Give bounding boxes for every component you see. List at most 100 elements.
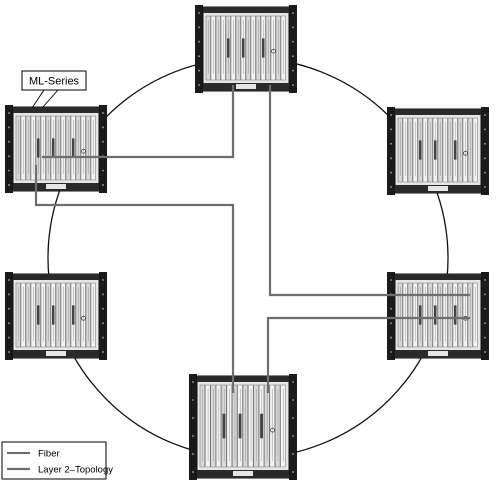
card-ports	[227, 38, 230, 58]
rail-screw	[102, 279, 104, 281]
card-slot	[235, 15, 241, 81]
card-slot	[242, 384, 248, 468]
card-connector	[463, 150, 468, 156]
legend: Fiber Layer 2–Topology	[1, 441, 113, 480]
rail-screw	[292, 417, 294, 419]
rail-screw	[8, 351, 10, 353]
rail-screw	[484, 157, 486, 160]
rail-screw	[102, 126, 104, 129]
card-slot	[15, 115, 21, 181]
rail-screw	[8, 155, 10, 158]
rail-screw	[390, 186, 392, 188]
rail-screw	[198, 40, 200, 43]
layer2-topology-links	[34, 85, 470, 393]
rail-screw	[484, 114, 486, 116]
fan-tray	[395, 109, 481, 115]
ml-series-callout-leader	[31, 89, 45, 109]
card-slot	[210, 384, 216, 468]
fan-tray	[13, 107, 99, 113]
rail-screw	[484, 307, 486, 310]
l2-link-upper-left-to-top	[42, 85, 235, 159]
card-slot	[269, 384, 275, 468]
card-slot	[264, 384, 270, 468]
ml-series-callout-label: ML-Series	[29, 76, 80, 88]
rail-screw	[292, 40, 294, 43]
card-slot	[248, 384, 254, 468]
ml-series-callout: ML-Series	[21, 70, 87, 109]
card-ports	[242, 38, 245, 58]
card-slot	[226, 384, 232, 468]
card-slot	[30, 282, 36, 348]
fan-tray	[395, 274, 481, 280]
rail-screw	[484, 128, 486, 131]
card-connector	[270, 427, 275, 433]
rail-screw	[292, 399, 294, 401]
card-slot	[230, 15, 236, 81]
rail-screw	[484, 322, 486, 325]
card-slot	[270, 15, 276, 81]
card-slot	[397, 282, 403, 348]
card-slot	[462, 117, 468, 183]
rail-screw	[292, 69, 294, 72]
rail-screw	[292, 55, 294, 58]
card-slot	[45, 115, 51, 181]
rail-screw	[102, 351, 104, 353]
card-ports	[260, 413, 263, 439]
rail-screw	[292, 26, 294, 29]
chassis-badge	[233, 471, 253, 476]
card-slot	[90, 115, 96, 181]
card-slot	[412, 117, 418, 183]
rail-screw	[102, 293, 104, 296]
rail-screw	[292, 453, 294, 455]
card-slot	[275, 15, 281, 81]
card-slot	[199, 384, 205, 468]
card-ports	[419, 305, 422, 325]
card-ports	[419, 140, 422, 160]
node-lower-right-chassis	[387, 272, 489, 360]
rail-screw	[390, 114, 392, 116]
card-slot	[280, 384, 286, 468]
card-ports	[37, 138, 40, 158]
card-slot	[427, 282, 433, 348]
card-ports	[454, 305, 457, 325]
card-slot	[442, 282, 448, 348]
rail-screw	[292, 12, 294, 14]
card-connector	[271, 48, 276, 54]
card-slot	[437, 282, 443, 348]
rail-screw	[292, 381, 294, 383]
card-slot	[215, 15, 221, 81]
legend-l2-label: Layer 2–Topology	[38, 465, 113, 476]
rack-rail-left	[5, 105, 13, 193]
card-slot	[30, 115, 36, 181]
card-ports	[52, 138, 55, 158]
card-slot	[85, 115, 91, 181]
rail-screw	[198, 55, 200, 58]
rail-screw	[390, 142, 392, 145]
node-upper-right-chassis	[387, 107, 489, 195]
rail-screw	[102, 184, 104, 186]
rail-screw	[390, 351, 392, 353]
rail-screw	[102, 140, 104, 143]
card-ports	[434, 305, 437, 325]
rail-screw	[198, 12, 200, 14]
rail-screw	[484, 142, 486, 145]
card-slot	[412, 282, 418, 348]
rail-screw	[390, 157, 392, 160]
card-slot	[407, 117, 413, 183]
rail-screw	[8, 126, 10, 129]
rail-screw	[8, 322, 10, 325]
card-slot	[447, 282, 453, 348]
card-slot	[85, 282, 91, 348]
node-top-chassis	[195, 5, 297, 93]
card-ports	[222, 413, 226, 439]
rack-rail-left	[189, 374, 197, 480]
rack-rail-left	[387, 272, 395, 360]
legend-fiber-label: Fiber	[38, 449, 60, 460]
card-ports	[72, 305, 75, 325]
rail-screw	[102, 336, 104, 339]
fan-tray	[203, 7, 289, 13]
rack-rail-left	[5, 272, 13, 360]
rail-screw	[102, 169, 104, 172]
rail-screw	[292, 471, 294, 473]
rail-screw	[390, 171, 392, 174]
